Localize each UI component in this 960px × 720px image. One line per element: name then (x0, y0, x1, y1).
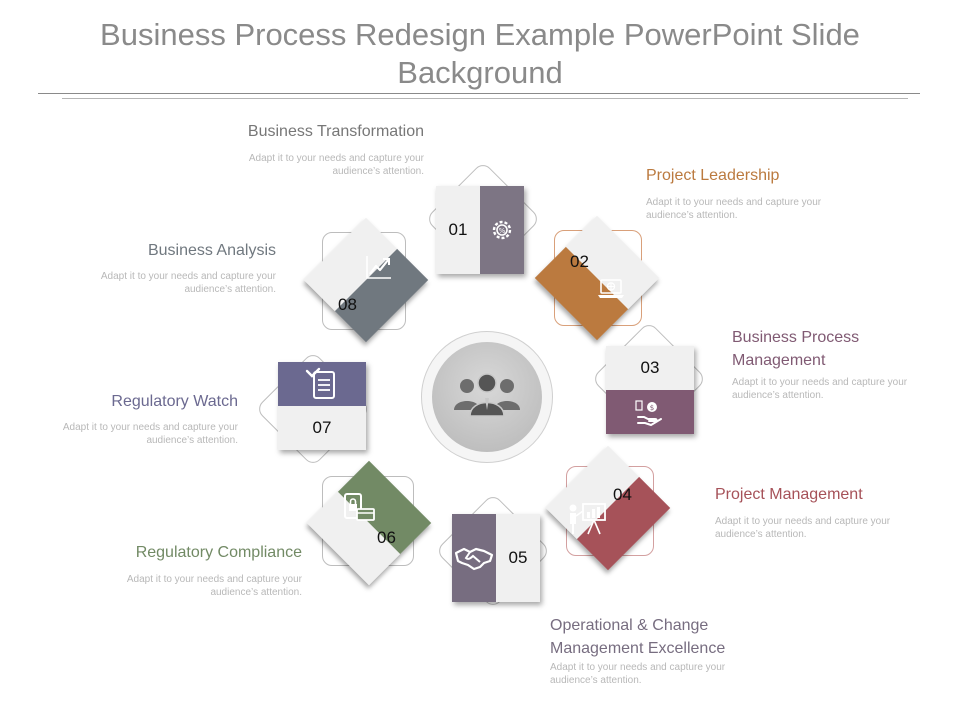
step-number-03: 03 (606, 346, 694, 390)
step-number-02: 02 (570, 252, 589, 271)
svg-text:%: % (499, 227, 506, 235)
step-tile-03[interactable]: 03 $ (606, 346, 694, 434)
handshake-icon (454, 543, 494, 573)
label-project-management: Project Management (715, 486, 863, 503)
desc-business-transformation: Adapt it to your needs and capture your … (248, 153, 424, 177)
step-tile-01[interactable]: 01 % (436, 186, 524, 274)
desc-project-leadership: Adapt it to your needs and capture your … (646, 197, 822, 221)
checklist-icon (305, 367, 339, 401)
step-icon-panel-05 (452, 514, 496, 602)
label-regulatory-watch: Regulatory Watch (111, 393, 238, 410)
hand-money-icon: $ (635, 397, 665, 427)
lock-card-icon (342, 491, 376, 528)
step-tile-05[interactable]: 05 (452, 514, 540, 602)
page-title: Business Process Redesign Example PowerP… (100, 17, 860, 90)
step-number-07: 07 (278, 406, 366, 450)
center-circle (432, 342, 542, 452)
step-number-08: 08 (338, 295, 357, 314)
presentation-icon (566, 500, 608, 543)
desc-regulatory-compliance: Adapt it to your needs and capture your … (126, 574, 302, 598)
desc-operational-change-management-excellence: Adapt it to your needs and capture your … (550, 662, 726, 686)
trend-chart-icon (365, 254, 393, 285)
label-project-leadership: Project Leadership (646, 167, 780, 184)
label-business-analysis: Business Analysis (147, 242, 276, 259)
title-underline (38, 93, 920, 94)
desc-business-analysis: Adapt it to your needs and capture your … (100, 271, 276, 295)
desc-project-management: Adapt it to your needs and capture your … (715, 516, 891, 540)
team-icon (452, 370, 522, 425)
step-number-04: 04 (613, 485, 632, 504)
step-tile-07[interactable]: 07 (278, 362, 366, 450)
desc-business-process-management: Adapt it to your needs and capture your … (732, 377, 908, 401)
label-business-transformation: Business Transformation (247, 123, 424, 140)
step-icon-panel-01: % (480, 186, 524, 274)
step-number-01: 01 (436, 186, 480, 274)
step-number-05: 05 (496, 514, 540, 602)
title-underline-secondary (62, 98, 908, 99)
label-business-process-management: Business Process Management (732, 329, 860, 369)
step-icon-panel-07 (278, 362, 366, 406)
gear-percent-icon: % (490, 218, 514, 242)
label-regulatory-compliance: Regulatory Compliance (135, 544, 302, 561)
step-number-06: 06 (377, 528, 396, 547)
svg-text:$: $ (650, 404, 654, 412)
step-icon-panel-03: $ (606, 390, 694, 434)
laptop-globe-icon (597, 278, 625, 305)
desc-regulatory-watch: Adapt it to your needs and capture your … (62, 422, 238, 446)
label-operational-change-management-excellence: Operational & Change Management Excellen… (550, 617, 726, 657)
